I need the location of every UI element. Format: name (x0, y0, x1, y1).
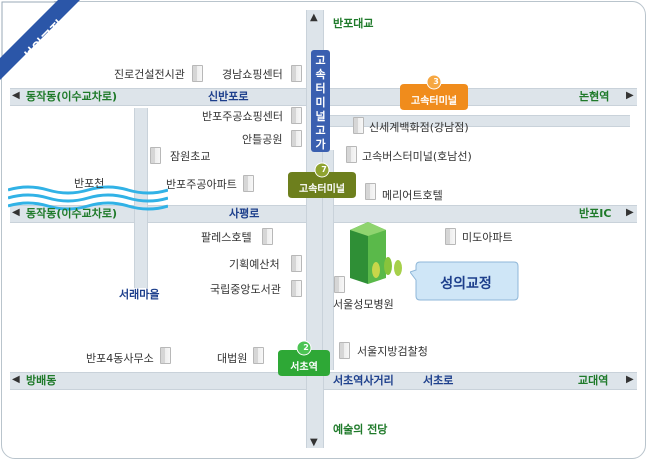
station-badge-line2 (278, 340, 330, 376)
road-label-gyodae: 교대역 (578, 374, 609, 387)
building-label: 메리어트호텔 (382, 189, 443, 202)
road-branch (330, 115, 630, 127)
arrow-up-icon: ▲ (310, 12, 318, 23)
road-label-seorae: 서래마을 (119, 288, 160, 301)
building-icon (291, 107, 302, 124)
arrow-down-icon: ▼ (310, 437, 318, 448)
road-label-seocho-crossroad: 서초역사거리 (333, 374, 394, 387)
arrow-left-icon: ◀ (12, 374, 20, 385)
building-label: 서울성모병원 (333, 298, 394, 311)
corner-ribbon: 성의교정 (0, 0, 80, 80)
station-line2-number: 2 (303, 343, 309, 352)
building-icon (445, 228, 456, 245)
road-label-bangbae: 방배동 (26, 374, 57, 387)
building-icon (339, 342, 350, 359)
building-icon (291, 130, 302, 147)
building-label: 미도아파트 (462, 231, 513, 244)
building-label: 팔레스호텔 (201, 231, 252, 244)
station-badge-line3 (400, 74, 468, 110)
stream-label: 반포천 (74, 177, 105, 190)
road-label-sinbanpo: 신반포로 (208, 90, 249, 103)
building-icon (243, 175, 254, 192)
station-line7-number: 7 (321, 165, 327, 174)
building-label: 서울지방검찰청 (357, 345, 428, 358)
arrow-left-icon: ◀ (12, 90, 20, 101)
station-line3-name: 고속터미널 (411, 96, 457, 107)
building-icon (291, 255, 302, 272)
building-label: 신세계백화점(강남점) (369, 121, 469, 134)
building-icon (150, 147, 161, 164)
building-label: 국립중앙도서관 (210, 283, 281, 296)
campus-main-label: 성의교정 (440, 276, 492, 292)
station-badge-line7 (288, 162, 356, 198)
building-icon (262, 228, 273, 245)
building-label: 대법원 (217, 352, 248, 365)
road-label-nonhyeon: 논현역 (579, 90, 610, 103)
arrow-right-icon: ▶ (626, 374, 634, 385)
station-line7-name: 고속터미널 (299, 184, 345, 195)
building-icon (192, 65, 203, 82)
building-icon (346, 146, 357, 163)
building-label: 안틀공원 (242, 133, 283, 146)
building-icon (253, 347, 264, 364)
building-label: 경남쇼핑센터 (222, 68, 283, 81)
arrow-right-icon: ▶ (626, 90, 634, 101)
road-label-banpo-daero: 반포대교 (333, 17, 374, 30)
building-icon (160, 347, 171, 364)
road-label-dongjak-top: 동작동(이수교차로) (26, 90, 118, 103)
road-label-arts-center: 예술의 전당 (333, 423, 388, 436)
road-label-seocho-ro: 서초로 (423, 374, 454, 387)
expressway-overpass: 고속터미널고가 (311, 50, 330, 152)
building-icon (291, 280, 302, 297)
station-line3-number: 3 (433, 77, 439, 86)
building-label: 반포주공쇼핑센터 (202, 110, 283, 123)
building-icon (353, 117, 364, 134)
road-seorae (134, 108, 148, 288)
road-branch-vertical (322, 150, 334, 370)
expressway-label: 고속터미널고가 (315, 54, 326, 151)
road-label-sapyeong: 사평로 (229, 207, 260, 220)
building-label: 고속버스터미널(호남선) (362, 150, 472, 163)
campus-callout (410, 261, 519, 301)
building-icon (365, 183, 376, 200)
building-icon (291, 65, 302, 82)
building-label: 기획예산처 (229, 258, 280, 271)
station-line2-name: 서초역 (290, 362, 318, 373)
building-label: 반포4동사무소 (86, 352, 154, 365)
arrow-right-icon: ▶ (626, 207, 634, 218)
road-label-dongjak-mid: 동작동(이수교차로) (26, 207, 118, 220)
building-label: 반포주공아파트 (166, 178, 237, 191)
road-label-banpo-ic: 반포IC (579, 207, 612, 220)
banpo-stream (8, 185, 168, 211)
building-label: 진로건설전시관 (114, 68, 185, 81)
building-icon (334, 276, 345, 293)
arrow-left-icon: ◀ (12, 207, 20, 218)
campus-building-icon (350, 222, 402, 284)
building-label: 잠원초교 (170, 150, 211, 163)
